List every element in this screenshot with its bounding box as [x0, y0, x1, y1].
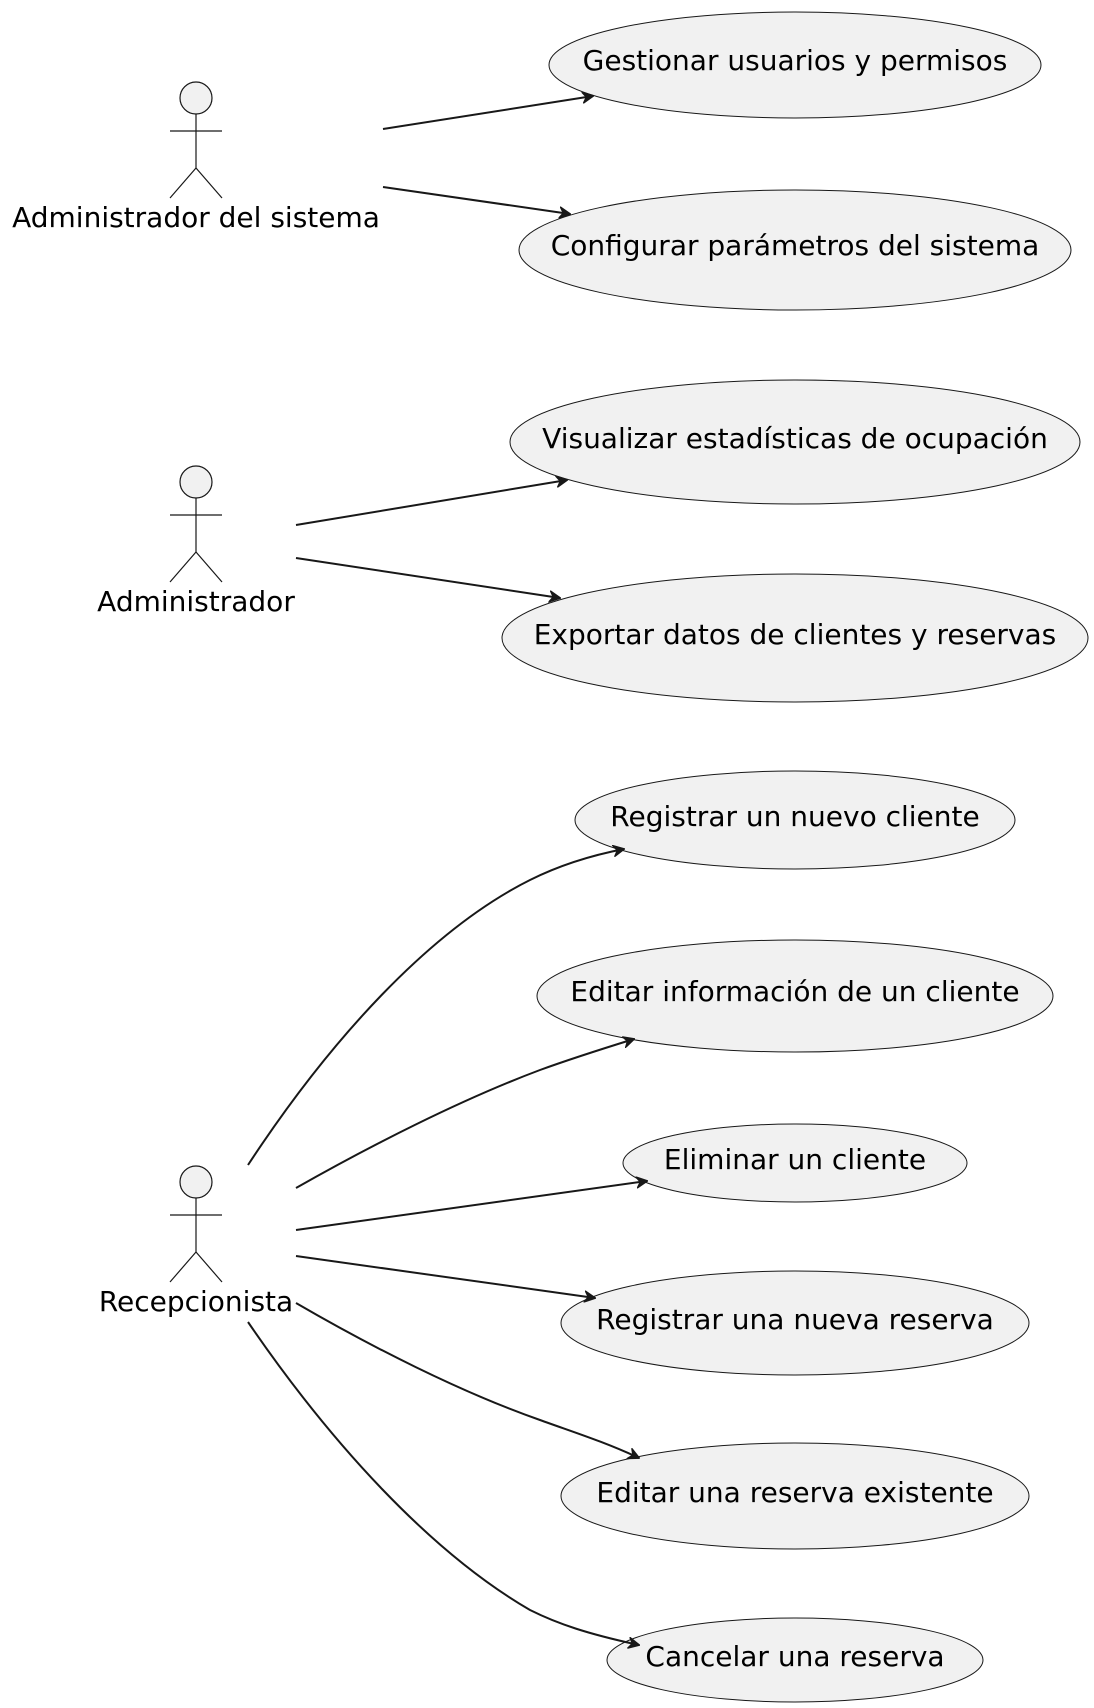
- usecase-label: Cancelar una reserva: [645, 1640, 944, 1673]
- actor-label: Administrador: [97, 585, 295, 618]
- association-arrow: [295, 480, 567, 526]
- usecase-label: Eliminar un cliente: [664, 1143, 926, 1176]
- association-arrow: [247, 1321, 639, 1645]
- association-arrow: [382, 96, 593, 130]
- actor-admin-sistema: Administrador del sistema: [12, 81, 380, 234]
- usecase-label: Visualizar estadísticas de ocupación: [542, 422, 1048, 455]
- usecase-eliminar-cliente: Eliminar un cliente: [622, 1123, 968, 1203]
- association-arrow: [295, 557, 560, 598]
- usecase-label: Editar una reserva existente: [596, 1476, 993, 1509]
- actor-recepcionista: Recepcionista: [99, 1165, 293, 1318]
- usecase-label: Registrar un nuevo cliente: [610, 800, 979, 833]
- actor-admin: Administrador: [97, 465, 295, 618]
- usecase-label: Registrar una nueva reserva: [596, 1303, 994, 1336]
- usecase-cancelar-reserva: Cancelar una reserva: [606, 1617, 984, 1703]
- usecase-registrar-reserva: Registrar una nueva reserva: [560, 1270, 1030, 1376]
- usecase-label: Configurar parámetros del sistema: [551, 229, 1040, 262]
- stick-figure-icon: [169, 1165, 223, 1283]
- usecase-label: Exportar datos de clientes y reservas: [534, 618, 1057, 651]
- usecase-registrar-cliente: Registrar un nuevo cliente: [574, 770, 1016, 870]
- association-arrow: [295, 1255, 595, 1298]
- association-arrow: [295, 1039, 634, 1189]
- association-arrow: [295, 1302, 639, 1458]
- association-arrow: [247, 849, 624, 1166]
- usecase-editar-cliente: Editar información de un cliente: [536, 939, 1054, 1053]
- stick-figure-icon: [169, 81, 223, 199]
- usecase-label: Editar información de un cliente: [570, 975, 1019, 1008]
- stick-figure-icon: [169, 465, 223, 583]
- usecase-exportar-datos: Exportar datos de clientes y reservas: [501, 573, 1089, 703]
- usecase-visualizar-estadisticas: Visualizar estadísticas de ocupación: [509, 379, 1081, 505]
- usecase-configurar-parametros: Configurar parámetros del sistema: [518, 189, 1072, 311]
- association-arrow: [382, 186, 570, 214]
- association-arrow: [295, 1181, 647, 1231]
- usecase-label: Gestionar usuarios y permisos: [583, 44, 1008, 77]
- actor-label: Recepcionista: [99, 1285, 293, 1318]
- actor-label: Administrador del sistema: [12, 201, 380, 234]
- usecase-gestionar-usuarios: Gestionar usuarios y permisos: [548, 11, 1042, 119]
- usecase-editar-reserva: Editar una reserva existente: [560, 1442, 1030, 1550]
